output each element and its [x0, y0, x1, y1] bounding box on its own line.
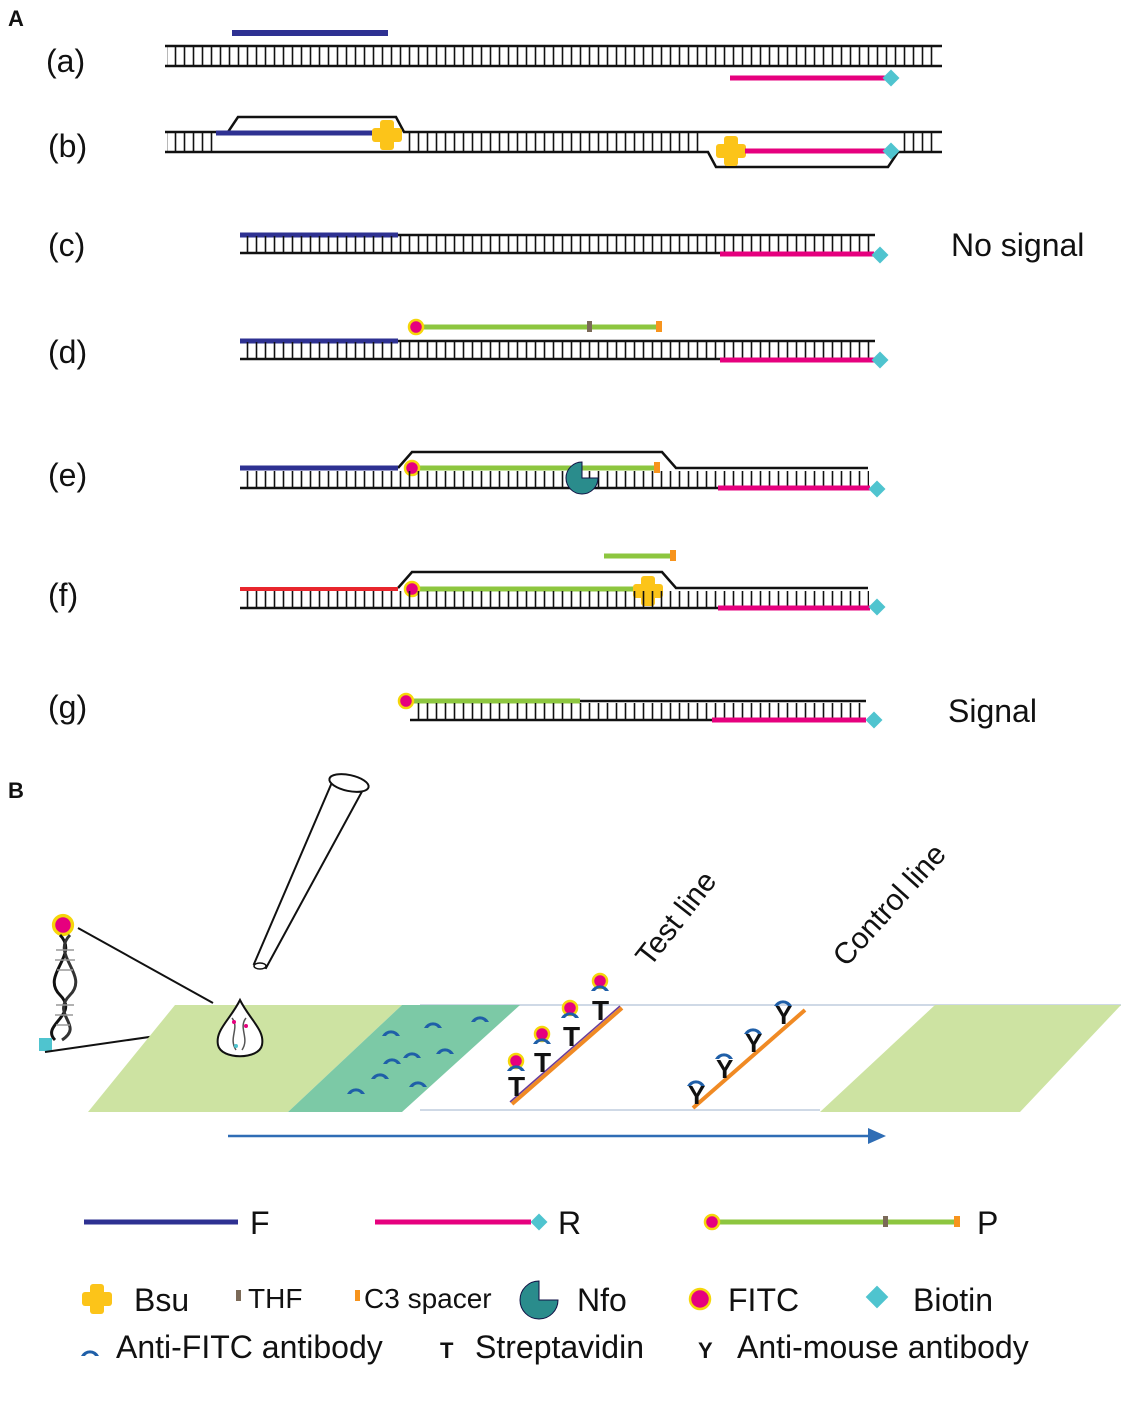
thf-icon	[236, 1290, 241, 1301]
signal-text: Signal	[948, 693, 1037, 729]
dna-top-strand	[397, 570, 868, 590]
nfo-icon	[565, 461, 599, 495]
step-g: (g) Signal	[48, 689, 1037, 729]
nfo-icon	[519, 1280, 559, 1320]
dna-rungs	[903, 133, 939, 151]
legend: F R P Bsu THF C3 spacer Nfo FITC Biotin …	[81, 1205, 1029, 1365]
biotin-icon	[882, 69, 900, 87]
legend-biotin-label: Biotin	[913, 1282, 993, 1318]
step-d: (d)	[48, 318, 889, 370]
dna-bottom-strand	[165, 150, 942, 169]
svg-text:Y: Y	[745, 1028, 762, 1058]
legend-thf-label: THF	[248, 1283, 302, 1314]
panel-b-label: B	[8, 778, 24, 803]
svg-text:Y: Y	[716, 1054, 733, 1084]
step-d-label: (d)	[48, 334, 87, 370]
legend-f-label: F	[250, 1205, 270, 1241]
step-a: (a)	[46, 30, 942, 87]
absorbent-pad	[820, 1005, 1121, 1112]
c3-spacer-icon	[355, 1290, 360, 1301]
step-b-label: (b)	[48, 128, 87, 164]
dna-rungs	[244, 342, 872, 359]
bsu-icon	[372, 120, 402, 150]
c3-spacer-mark	[656, 321, 662, 332]
dna-rungs	[244, 591, 869, 608]
svg-text:T: T	[508, 1071, 525, 1102]
conjugate-pad	[288, 1005, 520, 1112]
biotin-icon	[868, 480, 886, 498]
lateral-flow-strip: T T T T Test line Y Y Y Y Control line	[88, 838, 1121, 1112]
legend-p-label: P	[977, 1205, 998, 1241]
bsu-icon	[82, 1284, 112, 1314]
biotin-icon	[530, 1213, 548, 1231]
fitc-icon	[407, 318, 425, 336]
streptavidin-icon: T	[440, 1338, 454, 1363]
step-g-label: (g)	[48, 689, 87, 725]
step-c-label: (c)	[48, 227, 85, 263]
legend-r-label: R	[558, 1205, 581, 1241]
fitc-icon	[703, 1213, 721, 1231]
step-e-label: (e)	[48, 457, 87, 493]
fitc-icon	[397, 692, 415, 710]
streptavidin-complexes: T T T T	[507, 972, 609, 1102]
dna-rungs	[167, 47, 939, 66]
step-f: (f)	[48, 550, 886, 616]
svg-text:T: T	[563, 1021, 580, 1052]
legend-anti-mouse-label: Anti-mouse antibody	[737, 1329, 1029, 1365]
thf-mark	[883, 1216, 888, 1227]
svg-text:Y: Y	[775, 1000, 792, 1030]
biotin-icon	[865, 711, 883, 729]
step-a-label: (a)	[46, 43, 85, 79]
biotin-icon	[865, 1285, 889, 1309]
dna-rungs	[244, 471, 869, 488]
biotin-icon	[871, 351, 889, 369]
no-signal-text: No signal	[951, 227, 1084, 263]
c3-spacer-mark	[954, 1216, 960, 1227]
anti-mouse-antibody-icon: Y	[698, 1338, 713, 1363]
sample-drop-icon	[216, 997, 264, 1058]
dna-top-strand	[165, 115, 942, 134]
pipette-tip-icon	[252, 773, 370, 970]
dna-rungs	[414, 703, 864, 720]
step-b: (b)	[48, 115, 942, 169]
svg-text:T: T	[592, 995, 609, 1026]
panel-a-label: A	[8, 6, 24, 31]
test-line	[510, 1006, 624, 1106]
fitc-icon	[688, 1287, 712, 1311]
dna-rungs	[404, 133, 704, 151]
control-line	[691, 1008, 807, 1110]
legend-c3-label: C3 spacer	[364, 1283, 492, 1314]
c3-spacer-mark	[654, 462, 660, 473]
legend-bsu-label: Bsu	[134, 1282, 189, 1318]
test-line-label: Test line	[630, 865, 724, 972]
thf-mark	[587, 321, 592, 332]
dna-top-strand	[397, 450, 868, 470]
anti-mouse-antibodies: Y Y Y Y	[687, 1000, 792, 1110]
svg-text:T: T	[534, 1047, 551, 1078]
biotin-icon	[871, 246, 889, 264]
legend-nfo-label: Nfo	[577, 1282, 627, 1318]
c3-spacer-mark	[670, 550, 676, 561]
legend-fitc-label: FITC	[728, 1282, 799, 1318]
step-c: (c) No signal	[48, 227, 1084, 264]
step-e: (e)	[48, 450, 886, 498]
sample-pad	[88, 1005, 402, 1112]
svg-text:Y: Y	[688, 1080, 705, 1110]
anti-fitc-antibody-icon	[81, 1350, 99, 1356]
dna-rungs	[167, 133, 219, 151]
step-f-label: (f)	[48, 577, 78, 613]
legend-streptavidin-label: Streptavidin	[475, 1329, 644, 1365]
flow-direction-arrow	[228, 1128, 886, 1144]
biotin-icon	[868, 598, 886, 616]
biotin-icon	[882, 142, 900, 160]
dna-rungs	[244, 236, 872, 253]
control-line-label: Control line	[827, 838, 953, 973]
bsu-icon	[716, 136, 746, 166]
legend-anti-fitc-label: Anti-FITC antibody	[116, 1329, 383, 1365]
